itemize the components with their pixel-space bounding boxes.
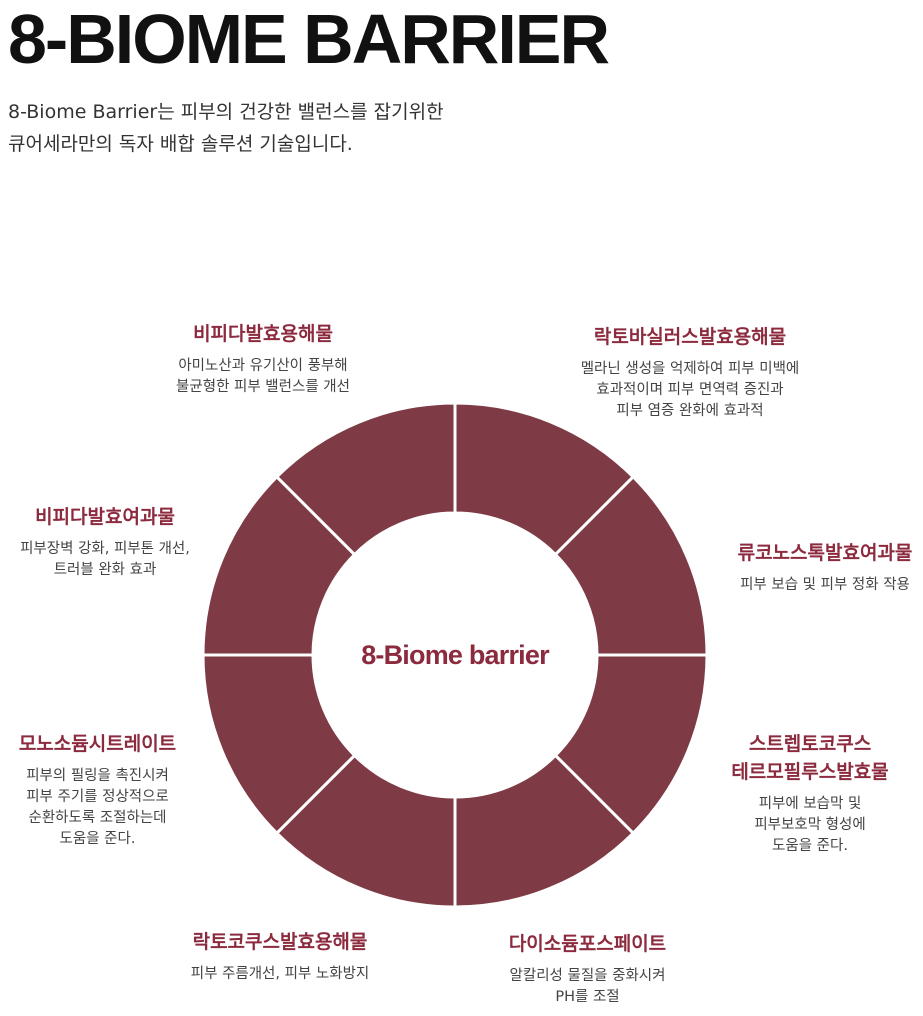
intro-line: 큐어세라만의 독자 배합 솔루션 기술입니다. (8, 133, 353, 155)
ingredient-name: 스트렙토코쿠스 (748, 733, 872, 755)
ingredient-description: 피부 보습 및 피부 정화 작용 (705, 575, 923, 596)
ingredient-description: 피부장벽 강화, 피부톤 개선, 트러블 완화 효과 (0, 539, 210, 581)
ingredient-description: 알칼리성 물질을 중화시켜 PH를 조절 (465, 966, 710, 1008)
description-line: 피부의 필링을 촉진시켜 (26, 768, 169, 784)
ingredient-name: 비피다발효용해물 (193, 323, 333, 345)
description-line: 피부 주기를 정상적으로 (26, 789, 169, 805)
description-line: 트러블 완화 효과 (53, 562, 157, 578)
ingredient-name: 모노소듐시트레이트 (18, 733, 177, 755)
description-line: 도움을 준다. (59, 831, 136, 847)
description-line: 피부에 보습막 및 (758, 796, 862, 812)
ingredient-name: 테르모필루스발효물 (731, 761, 889, 783)
description-line: 피부 염증 완화에 효과적 (616, 403, 764, 419)
description-line: 피부보호막 형성에 (754, 817, 866, 833)
ring-segments (201, 401, 709, 909)
description-line: 멜라닌 생성을 억제하여 피부 미백에 (580, 361, 800, 377)
description-line: 효과적이며 피부 면역력 증진과 (596, 382, 784, 398)
description-line: 피부장벽 강화, 피부톤 개선, (20, 541, 190, 557)
ring-segment (274, 401, 457, 557)
ingredient-name: 류코노스톡발효여과물 (737, 542, 913, 564)
ingredient-name: 락토바실러스발효용해물 (593, 326, 787, 348)
description-line: 불균형한 피부 밸런스를 개선 (176, 379, 350, 395)
description-line: 피부 주름개선, 피부 노화방지 (190, 966, 370, 982)
page-title: 8-BIOME BARRIER (8, 0, 610, 78)
description-line: 알칼리성 물질을 중화시켜 (509, 968, 666, 984)
ingredient-description: 피부 주름개선, 피부 노화방지 (150, 964, 410, 985)
intro-text: 8-Biome Barrier는 피부의 건강한 밸런스를 잡기위한 큐어세라만… (8, 96, 444, 160)
description-line: 도움을 준다. (772, 838, 848, 854)
description-line: PH를 조절 (555, 989, 620, 1005)
ingredient-name: 다이소듐포스페이트 (508, 933, 667, 955)
ingredient-name: 락토코쿠스발효용해물 (192, 931, 368, 953)
description-line: 아미노산과 유기산이 풍부해 (178, 358, 348, 374)
center-label: 8-Biome barrier (361, 640, 550, 670)
intro-line: 8-Biome Barrier는 피부의 건강한 밸런스를 잡기위한 (8, 101, 444, 123)
description-line: 피부 보습 및 피부 정화 작용 (740, 577, 910, 593)
ingredient-name: 비피다발효여과물 (35, 506, 175, 528)
description-line: 순환하도록 조절하는데 (28, 810, 167, 826)
